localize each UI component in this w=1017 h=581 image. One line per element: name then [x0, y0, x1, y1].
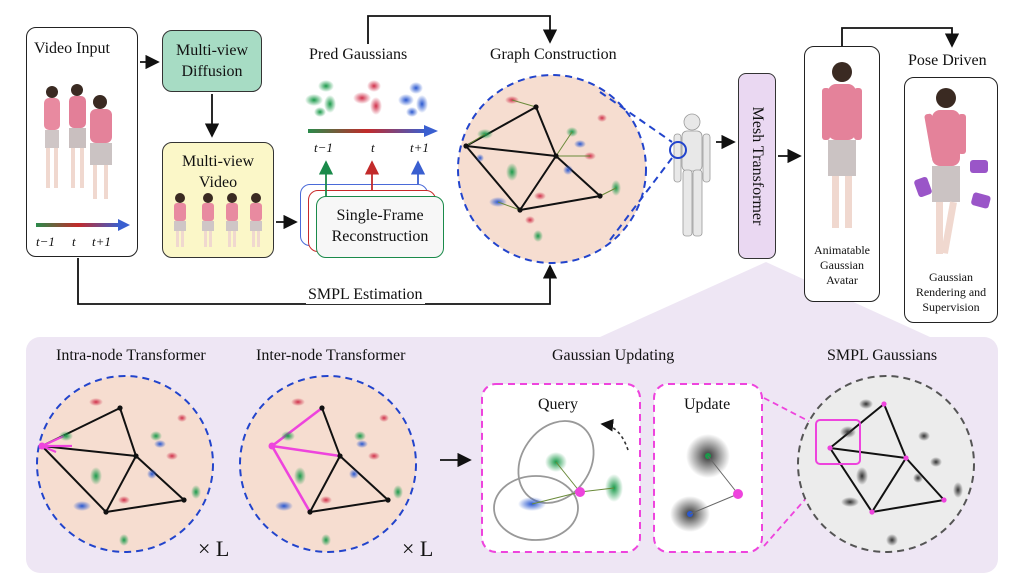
pred-gaussians-blobs — [305, 80, 428, 117]
pose-line3: Supervision — [922, 300, 980, 314]
camera-icon — [914, 160, 991, 209]
video-input-time-arrow — [36, 219, 130, 231]
graph-construction-label: Graph Construction — [490, 46, 617, 63]
inter-times-l: × L — [402, 536, 434, 561]
top-connectors — [77, 15, 960, 305]
multiview-video-people — [174, 193, 262, 247]
query-panel — [481, 383, 641, 553]
blue-gaussians-icon — [398, 82, 428, 117]
multiview-diffusion-line1: Multi-view — [176, 42, 248, 59]
pred-tick-tm1: t−1 — [314, 140, 333, 155]
intra-times-l: × L — [198, 536, 230, 561]
avatar-line1: Animatable — [814, 243, 870, 257]
query-label: Query — [538, 396, 578, 413]
update-label: Update — [684, 396, 731, 413]
intra-node-graph — [36, 375, 214, 553]
multiview-diffusion-box: Multi-view Diffusion — [162, 30, 262, 92]
video-input-people — [44, 84, 112, 199]
pred-gaussians-label: Pred Gaussians — [309, 46, 408, 63]
single-frame-box: Single-Frame Reconstruction — [316, 196, 444, 258]
update-panel — [653, 383, 763, 553]
avatar-caption: Animatable Gaussian Avatar — [804, 243, 880, 288]
intra-node-label: Intra-node Transformer — [56, 347, 206, 364]
multiview-video-line1: Multi-view — [182, 153, 254, 170]
multiview-video-line2: Video — [198, 174, 238, 191]
single-frame-line2: Reconstruction — [331, 228, 429, 245]
video-input-label: Video Input — [34, 40, 110, 57]
avatar-figure-icon — [822, 62, 862, 228]
smpl-gaussians-label: SMPL Gaussians — [827, 347, 938, 364]
pose-line1: Gaussian — [929, 270, 973, 284]
inter-node-graph — [239, 375, 417, 553]
mesh-transformer-box — [738, 73, 776, 259]
smpl-gaussians-graph — [797, 375, 975, 553]
gaussian-updating-label: Gaussian Updating — [552, 347, 675, 364]
pred-time-arrow — [308, 125, 438, 137]
video-tick-tm1: t−1 — [36, 234, 55, 249]
multiview-diffusion-line2: Diffusion — [181, 63, 243, 80]
video-tick-t: t — [72, 234, 76, 249]
single-frame-line1: Single-Frame — [336, 207, 424, 224]
pose-line2: Rendering and — [915, 285, 987, 299]
red-gaussians-icon — [353, 80, 382, 115]
avatar-line2: Gaussian — [820, 258, 864, 272]
green-gaussians-icon — [305, 80, 336, 117]
pred-tick-t: t — [371, 140, 375, 155]
video-tick-tp1: t+1 — [92, 234, 111, 249]
pose-figure-icon — [914, 88, 991, 254]
avatar-line3: Avatar — [826, 273, 858, 287]
inter-node-label: Inter-node Transformer — [256, 347, 406, 364]
pose-driven-label: Pose Driven — [908, 52, 987, 69]
pose-caption: Gaussian Rendering and Supervision — [904, 270, 998, 315]
smpl-estimation-label: SMPL Estimation — [306, 286, 425, 304]
pred-tick-tp1: t+1 — [410, 140, 429, 155]
